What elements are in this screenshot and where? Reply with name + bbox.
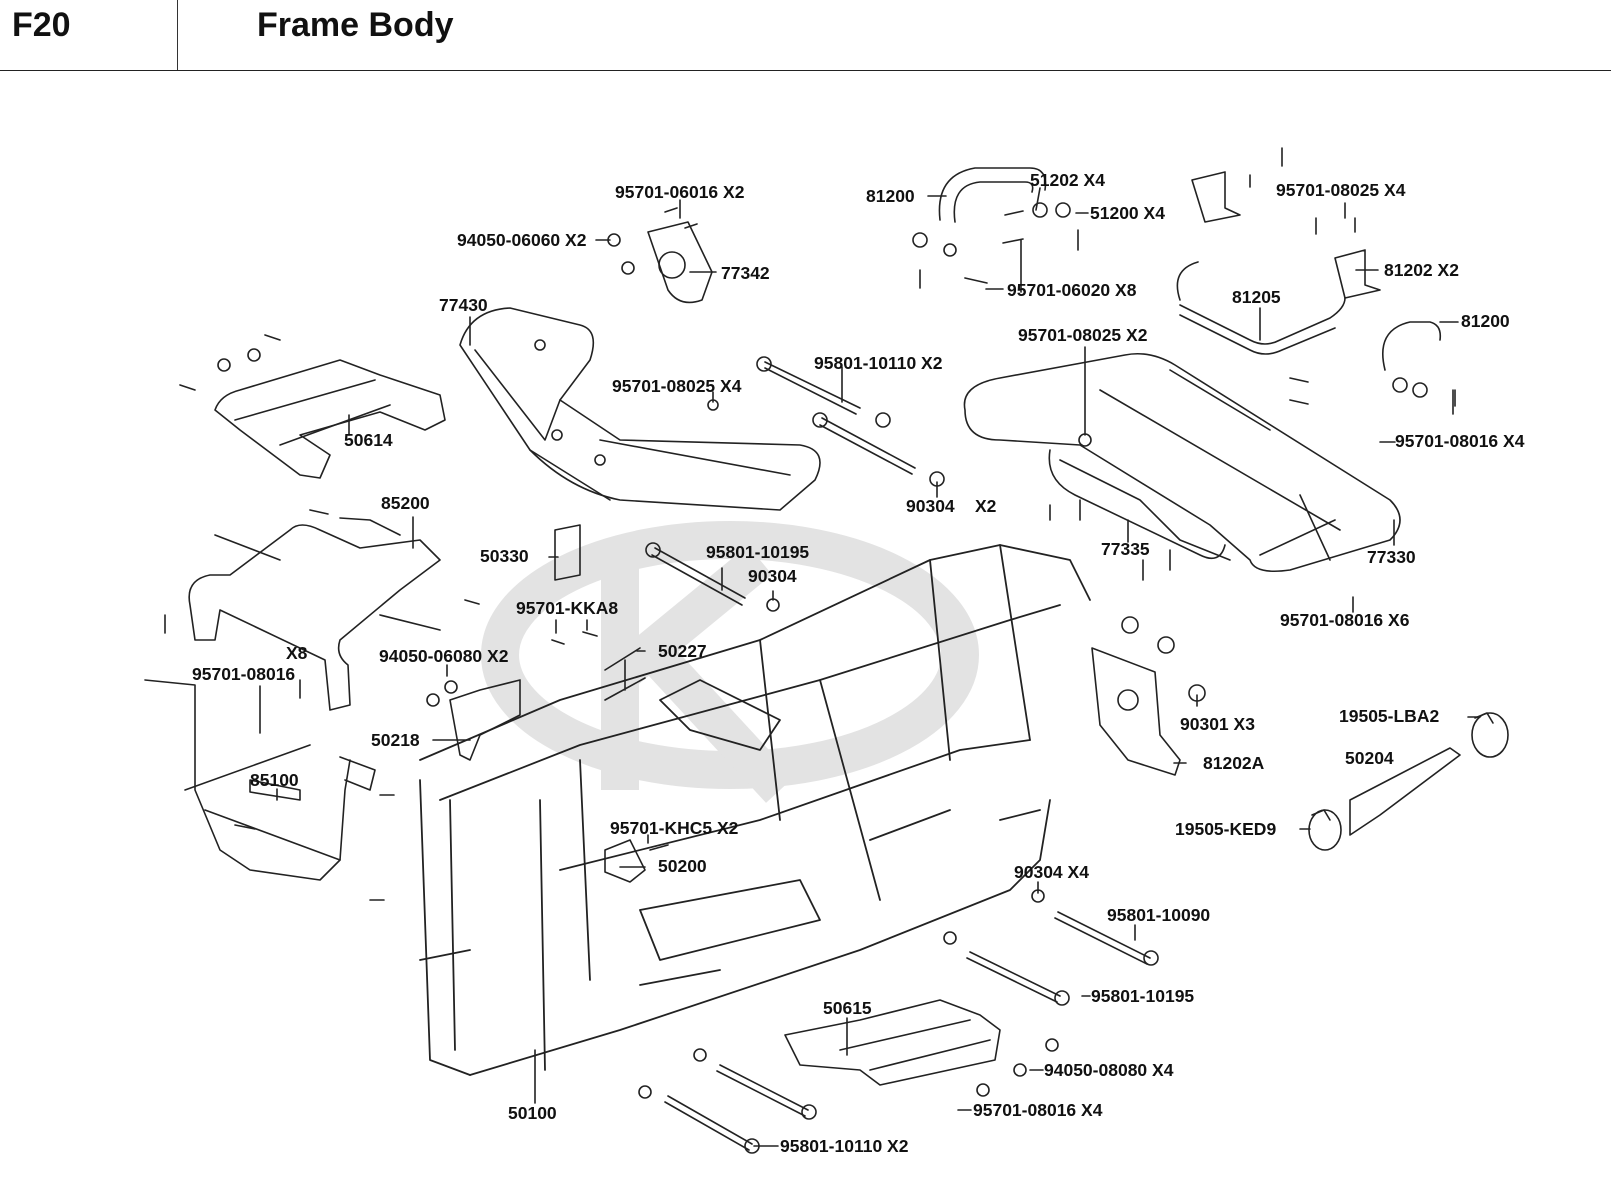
- callout-label[interactable]: 81200: [866, 186, 915, 206]
- callout-label[interactable]: 90301 X3: [1180, 714, 1255, 734]
- callout-label[interactable]: 95701-06020 X8: [1007, 280, 1137, 300]
- front-rack-77430: [459, 307, 821, 511]
- callout-label[interactable]: 50330: [480, 546, 529, 566]
- support-81205: [1176, 147, 1381, 355]
- bolt-95801-10110-lower: [638, 1048, 817, 1154]
- bracket-50227: [551, 631, 646, 701]
- callout-label[interactable]: 81202A: [1203, 753, 1265, 773]
- support-77335: [1048, 449, 1226, 581]
- rear-rack-77330: [963, 352, 1401, 573]
- section-code: F20: [12, 6, 71, 44]
- callout-label[interactable]: 77430: [439, 295, 488, 315]
- page-title: Frame Body: [257, 6, 454, 44]
- bolt-95801-10195-lower: [966, 951, 1070, 1006]
- callout-label[interactable]: 95801-10110 X2: [814, 353, 943, 373]
- callout-label[interactable]: 81200: [1461, 311, 1510, 331]
- callout-label[interactable]: 50200: [658, 856, 707, 876]
- callout-label[interactable]: 77335: [1101, 539, 1150, 559]
- callout-label[interactable]: 50100: [508, 1103, 557, 1123]
- callout-label[interactable]: 19505-LBA2: [1339, 706, 1440, 726]
- handle-81200-right: [1289, 321, 1456, 407]
- pad-50330: [554, 524, 581, 581]
- callout-label[interactable]: 50614: [344, 430, 393, 450]
- guide-50204: [1349, 747, 1461, 836]
- callout-label[interactable]: 50204: [1345, 748, 1394, 768]
- callout-label[interactable]: 94050-06060 X2: [457, 230, 587, 250]
- step-bracket-50614: [179, 334, 446, 479]
- callout-label[interactable]: 95801-10195: [706, 542, 810, 562]
- main-frame-50100: [419, 544, 1091, 1076]
- clamp-19505-KED9: [1308, 809, 1342, 851]
- callout-label[interactable]: X8: [286, 643, 308, 663]
- clamp-19505-LBA2: [1471, 712, 1509, 758]
- callout-label[interactable]: 77342: [721, 263, 770, 283]
- callout-label[interactable]: X2: [975, 496, 997, 516]
- callout-label[interactable]: 95801-10090: [1107, 905, 1211, 925]
- callout-label[interactable]: 81202 X2: [1384, 260, 1459, 280]
- callout-label[interactable]: 50218: [371, 730, 420, 750]
- callout-label[interactable]: 95701-KKA8: [516, 598, 619, 618]
- callout-label[interactable]: 95701-08016: [192, 664, 296, 684]
- handle-81200-top: [912, 167, 1079, 289]
- callout-label[interactable]: 95701-08016 X4: [973, 1100, 1103, 1120]
- callout-label[interactable]: 95701-KHC5 X2: [610, 818, 739, 838]
- callout-label[interactable]: 95701-08025 X4: [1276, 180, 1406, 200]
- callout-label[interactable]: 81205: [1232, 287, 1281, 307]
- callout-label[interactable]: 95701-06016 X2: [615, 182, 745, 202]
- callout-label[interactable]: 95701-08025 X2: [1018, 325, 1148, 345]
- callout-label[interactable]: 77330: [1367, 547, 1416, 567]
- bracket-plate-77342: [607, 207, 713, 304]
- callout-label[interactable]: 90304 X4: [1014, 862, 1089, 882]
- callout-label[interactable]: 95701-08016 X6: [1280, 610, 1410, 630]
- callout-label[interactable]: 85100: [250, 770, 299, 790]
- callout-label[interactable]: 94050-06080 X2: [379, 646, 509, 666]
- callout-label[interactable]: 51200 X4: [1090, 203, 1165, 223]
- callout-label[interactable]: 19505-KED9: [1175, 819, 1277, 839]
- callout-label[interactable]: 94050-08080 X4: [1044, 1060, 1174, 1080]
- callout-label[interactable]: 95701-08025 X4: [612, 376, 742, 396]
- bracket-50200: [604, 839, 669, 883]
- callout-label[interactable]: 90304: [748, 566, 797, 586]
- callout-label[interactable]: 95801-10110 X2: [780, 1136, 909, 1156]
- page-header: F20 Frame Body: [0, 0, 1611, 71]
- bolt-95801-10195-mid: [645, 542, 780, 612]
- callout-label[interactable]: 90304: [906, 496, 955, 516]
- header-divider: [177, 0, 178, 70]
- callout-label[interactable]: 50615: [823, 998, 872, 1018]
- bolt-95801-10110-upper: [756, 356, 945, 487]
- watermark-logo: [481, 521, 979, 803]
- plate-81202A: [1091, 616, 1206, 776]
- front-guard-85100: [144, 679, 395, 901]
- front-frame-85200: [164, 509, 480, 711]
- step-bracket-50615: [784, 999, 1059, 1097]
- callout-label[interactable]: 51202 X4: [1030, 170, 1105, 190]
- callout-label[interactable]: 50227: [658, 641, 707, 661]
- callout-label[interactable]: 95701-08016 X4: [1395, 431, 1525, 451]
- callout-label[interactable]: 95801-10195: [1091, 986, 1195, 1006]
- callout-label[interactable]: 85200: [381, 493, 430, 513]
- bolt-95801-10090: [943, 889, 1159, 966]
